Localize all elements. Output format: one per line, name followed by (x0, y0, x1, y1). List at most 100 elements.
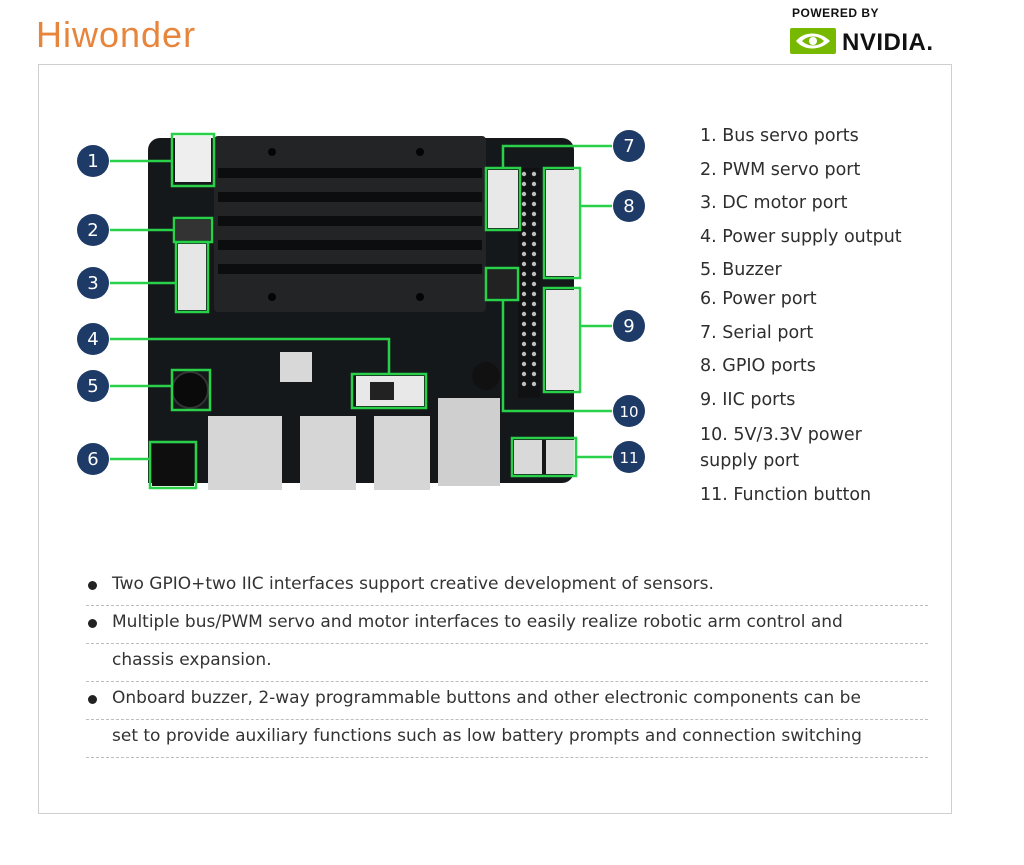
bullet-text: Multiple bus/PWM servo and motor interfa… (112, 612, 843, 632)
header-pin (521, 261, 527, 267)
pwm-servo-connector (176, 220, 210, 240)
header-pin (521, 341, 527, 347)
function-button (514, 440, 542, 474)
gpio-connector (546, 170, 578, 276)
callout-circle (77, 267, 109, 299)
callout-circle (613, 441, 645, 473)
iic-connector (546, 290, 578, 390)
header-pin (531, 271, 537, 277)
legend-item: 2. PWM servo port (700, 160, 861, 180)
callout-circle (613, 190, 645, 222)
leader-lines (110, 144, 612, 461)
header-pin (531, 261, 537, 267)
legend-item: 8. GPIO ports (700, 356, 816, 376)
legend-item: 5. Buzzer (700, 260, 782, 280)
serial-connector (488, 170, 518, 228)
switch-knob (370, 382, 394, 400)
bullet-dot-icon (88, 581, 97, 590)
header-pin (531, 381, 537, 387)
legend-item: 9. IIC ports (700, 390, 796, 410)
header-pin (531, 191, 537, 197)
header-pin (521, 381, 527, 387)
header-pin (521, 231, 527, 237)
header-pin (521, 371, 527, 377)
header-pin (521, 191, 527, 197)
callout-number: 3 (87, 273, 98, 294)
header-pins (518, 168, 540, 398)
header-pin (521, 211, 527, 217)
power-port (152, 444, 194, 486)
legend-item: 11. Function button (700, 485, 872, 505)
brand-logo: Hiwonder (36, 14, 197, 55)
bullet-text: set to provide auxiliary functions such … (112, 726, 862, 746)
callout-number: 4 (87, 329, 98, 350)
bullet-text: Onboard buzzer, 2-way programmable butto… (112, 688, 861, 708)
header-pin (531, 341, 537, 347)
heatsink-screw (268, 293, 276, 301)
usb-port (300, 416, 356, 490)
callout-circle (77, 145, 109, 177)
ethernet-port (438, 398, 500, 486)
power-led-module (280, 352, 312, 382)
callout-number: 6 (87, 449, 98, 470)
header-pin (521, 291, 527, 297)
header-pin (531, 251, 537, 257)
power-header (488, 270, 516, 298)
function-button (546, 440, 574, 474)
bullet-item-continuation: set to provide auxiliary functions such … (86, 720, 928, 758)
header-pin (521, 361, 527, 367)
header-pin (521, 311, 527, 317)
callout-circle (613, 130, 645, 162)
header-pin (531, 221, 537, 227)
header-pin (521, 241, 527, 247)
header-pin (531, 311, 537, 317)
heatsink-fins (218, 168, 482, 274)
buzzer (171, 371, 209, 409)
header-pin (521, 351, 527, 357)
header-pin (521, 251, 527, 257)
pin-dots (521, 171, 537, 387)
heatsink-screw (416, 148, 424, 156)
legend-item: 7. Serial port (700, 323, 814, 343)
callout-circle (613, 395, 645, 427)
header-pin (521, 201, 527, 207)
heatsink-screw (416, 293, 424, 301)
header-pin (531, 321, 537, 327)
capacitor (472, 362, 500, 390)
legend-item: 3. DC motor port (700, 193, 848, 213)
callout-circle (77, 370, 109, 402)
header-pin (531, 331, 537, 337)
legend-item: 10. 5V/3.3V power supply port (700, 425, 862, 471)
callout-number: 5 (87, 376, 98, 397)
header-pin (521, 181, 527, 187)
nvidia-eye-icon (790, 28, 836, 58)
header-pin (521, 221, 527, 227)
callout-circle (77, 443, 109, 475)
powered-by-label: POWERED BY (792, 6, 880, 20)
header-pin (531, 211, 537, 217)
header-pin (531, 241, 537, 247)
header-pin (531, 291, 537, 297)
bus-servo-connector (175, 136, 211, 182)
bullet-dot-icon (88, 695, 97, 704)
header-pin (531, 361, 537, 367)
header-pin (531, 351, 537, 357)
bullet-text: chassis expansion. (112, 650, 272, 670)
legend-item: 4. Power supply output (700, 227, 902, 247)
content-frame (38, 64, 952, 814)
bullet-item: Two GPIO+two IIC interfaces support crea… (86, 568, 928, 606)
legend-item: 1. Bus servo ports (700, 126, 859, 146)
heatsink-screw (268, 148, 276, 156)
callout-number: 11 (619, 449, 638, 467)
callout-number: 9 (623, 316, 634, 337)
header-pin (521, 331, 527, 337)
callout-circle (77, 214, 109, 246)
callout-number: 1 (87, 151, 98, 172)
header-pin (521, 301, 527, 307)
nvidia-wordmark: NVIDIA. (842, 29, 934, 56)
header-pin (531, 171, 537, 177)
header-pin (531, 281, 537, 287)
header-pin (531, 231, 537, 237)
